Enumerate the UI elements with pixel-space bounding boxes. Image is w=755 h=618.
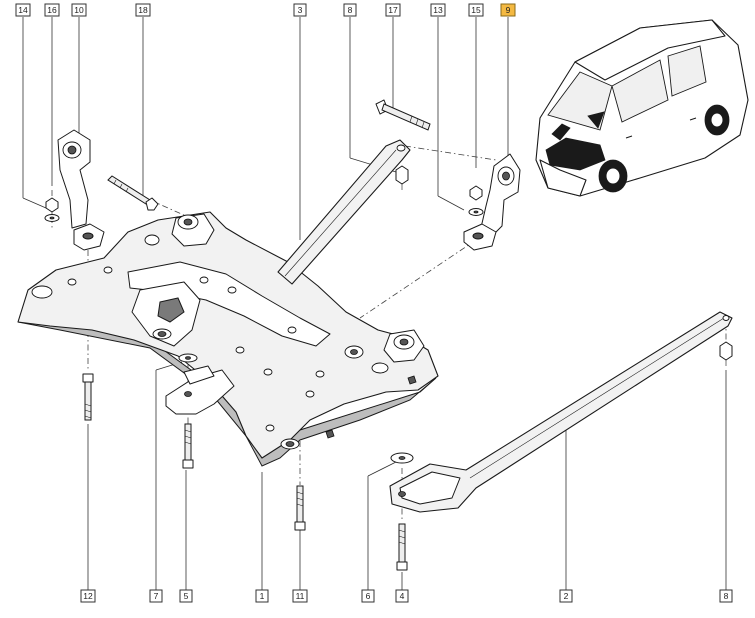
callout-18: 18 xyxy=(135,3,151,17)
svg-text:16: 16 xyxy=(47,5,57,15)
svg-text:11: 11 xyxy=(296,591,305,601)
mount-bracket-right xyxy=(463,153,521,251)
callout-4: 4 xyxy=(395,589,409,603)
callout-7: 7 xyxy=(149,589,163,603)
vehicle-locator-image xyxy=(535,19,749,197)
bolt-12 xyxy=(82,373,94,421)
svg-text:6: 6 xyxy=(366,591,371,601)
svg-text:8: 8 xyxy=(724,591,729,601)
svg-text:3: 3 xyxy=(298,5,303,15)
svg-text:13: 13 xyxy=(433,5,443,15)
callout-11: 11 xyxy=(292,589,308,603)
tie-bar-2 xyxy=(389,311,733,513)
bolt-17 xyxy=(375,99,431,131)
svg-text:15: 15 xyxy=(471,5,481,15)
callout-8-bottom: 8 xyxy=(719,589,733,603)
callout-12: 12 xyxy=(80,589,96,603)
nut-16 xyxy=(45,197,59,213)
svg-text:9: 9 xyxy=(506,5,511,15)
mount-bracket-left xyxy=(57,129,105,251)
bracket-7 xyxy=(165,365,235,415)
svg-text:14: 14 xyxy=(18,5,28,15)
svg-text:18: 18 xyxy=(138,5,148,15)
front-subframe xyxy=(17,211,439,467)
callout-17: 17 xyxy=(385,3,401,17)
nut-8-top xyxy=(395,165,409,185)
svg-text:4: 4 xyxy=(400,591,405,601)
callout-6: 6 xyxy=(361,589,375,603)
svg-text:17: 17 xyxy=(388,5,398,15)
callout-10: 10 xyxy=(71,3,87,17)
svg-text:1: 1 xyxy=(260,591,265,601)
bolts xyxy=(82,99,431,571)
washers-nuts xyxy=(44,165,733,464)
callouts-top: 14 16 10 18 3 8 17 13 xyxy=(15,3,516,17)
svg-text:10: 10 xyxy=(74,5,84,15)
bolt-11 xyxy=(294,485,306,531)
callout-16: 16 xyxy=(44,3,60,17)
svg-text:5: 5 xyxy=(184,591,189,601)
nut-8-bottom xyxy=(719,341,733,361)
callout-3: 3 xyxy=(293,3,307,17)
callout-8-top: 8 xyxy=(343,3,357,17)
nut-15 xyxy=(469,185,483,201)
bolt-5 xyxy=(182,423,194,469)
svg-text:2: 2 xyxy=(564,591,569,601)
callout-13: 13 xyxy=(430,3,446,17)
tie-bar-3 xyxy=(277,139,411,285)
svg-text:12: 12 xyxy=(83,591,93,601)
svg-text:8: 8 xyxy=(348,5,353,15)
callout-5: 5 xyxy=(179,589,193,603)
callouts-bottom: 12 7 5 1 11 6 4 2 xyxy=(80,589,733,603)
callout-9-highlighted: 9 xyxy=(500,3,516,17)
callout-15: 15 xyxy=(468,3,484,17)
bolt-18 xyxy=(107,175,159,211)
callout-1: 1 xyxy=(255,589,269,603)
svg-text:7: 7 xyxy=(154,591,159,601)
leader-lines xyxy=(22,17,727,590)
bolt-4 xyxy=(396,523,408,571)
callout-2: 2 xyxy=(559,589,573,603)
callout-14: 14 xyxy=(15,3,31,17)
